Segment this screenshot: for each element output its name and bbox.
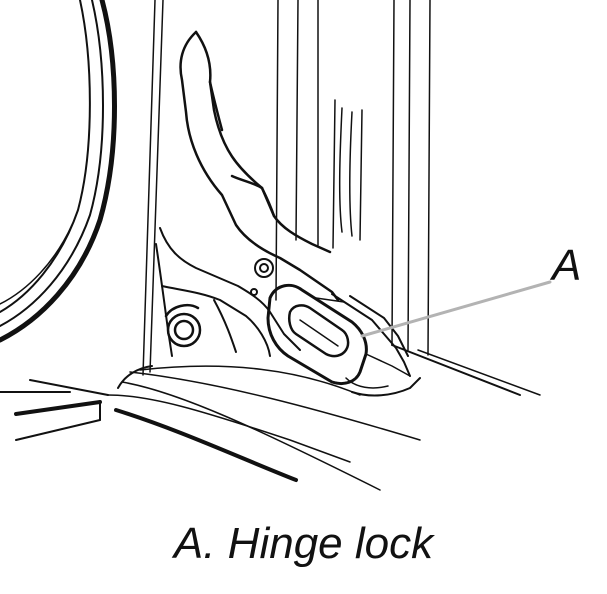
figure-caption: A. Hinge lock <box>173 519 434 568</box>
base-plate <box>0 344 541 491</box>
bracket-bolt <box>164 304 202 348</box>
callout-label: A <box>552 241 582 290</box>
door-frame <box>0 0 117 343</box>
callout-line <box>360 280 552 338</box>
oven-wall <box>142 0 431 376</box>
hinge-arm <box>179 30 340 302</box>
hinge-lock-icon <box>266 283 421 397</box>
